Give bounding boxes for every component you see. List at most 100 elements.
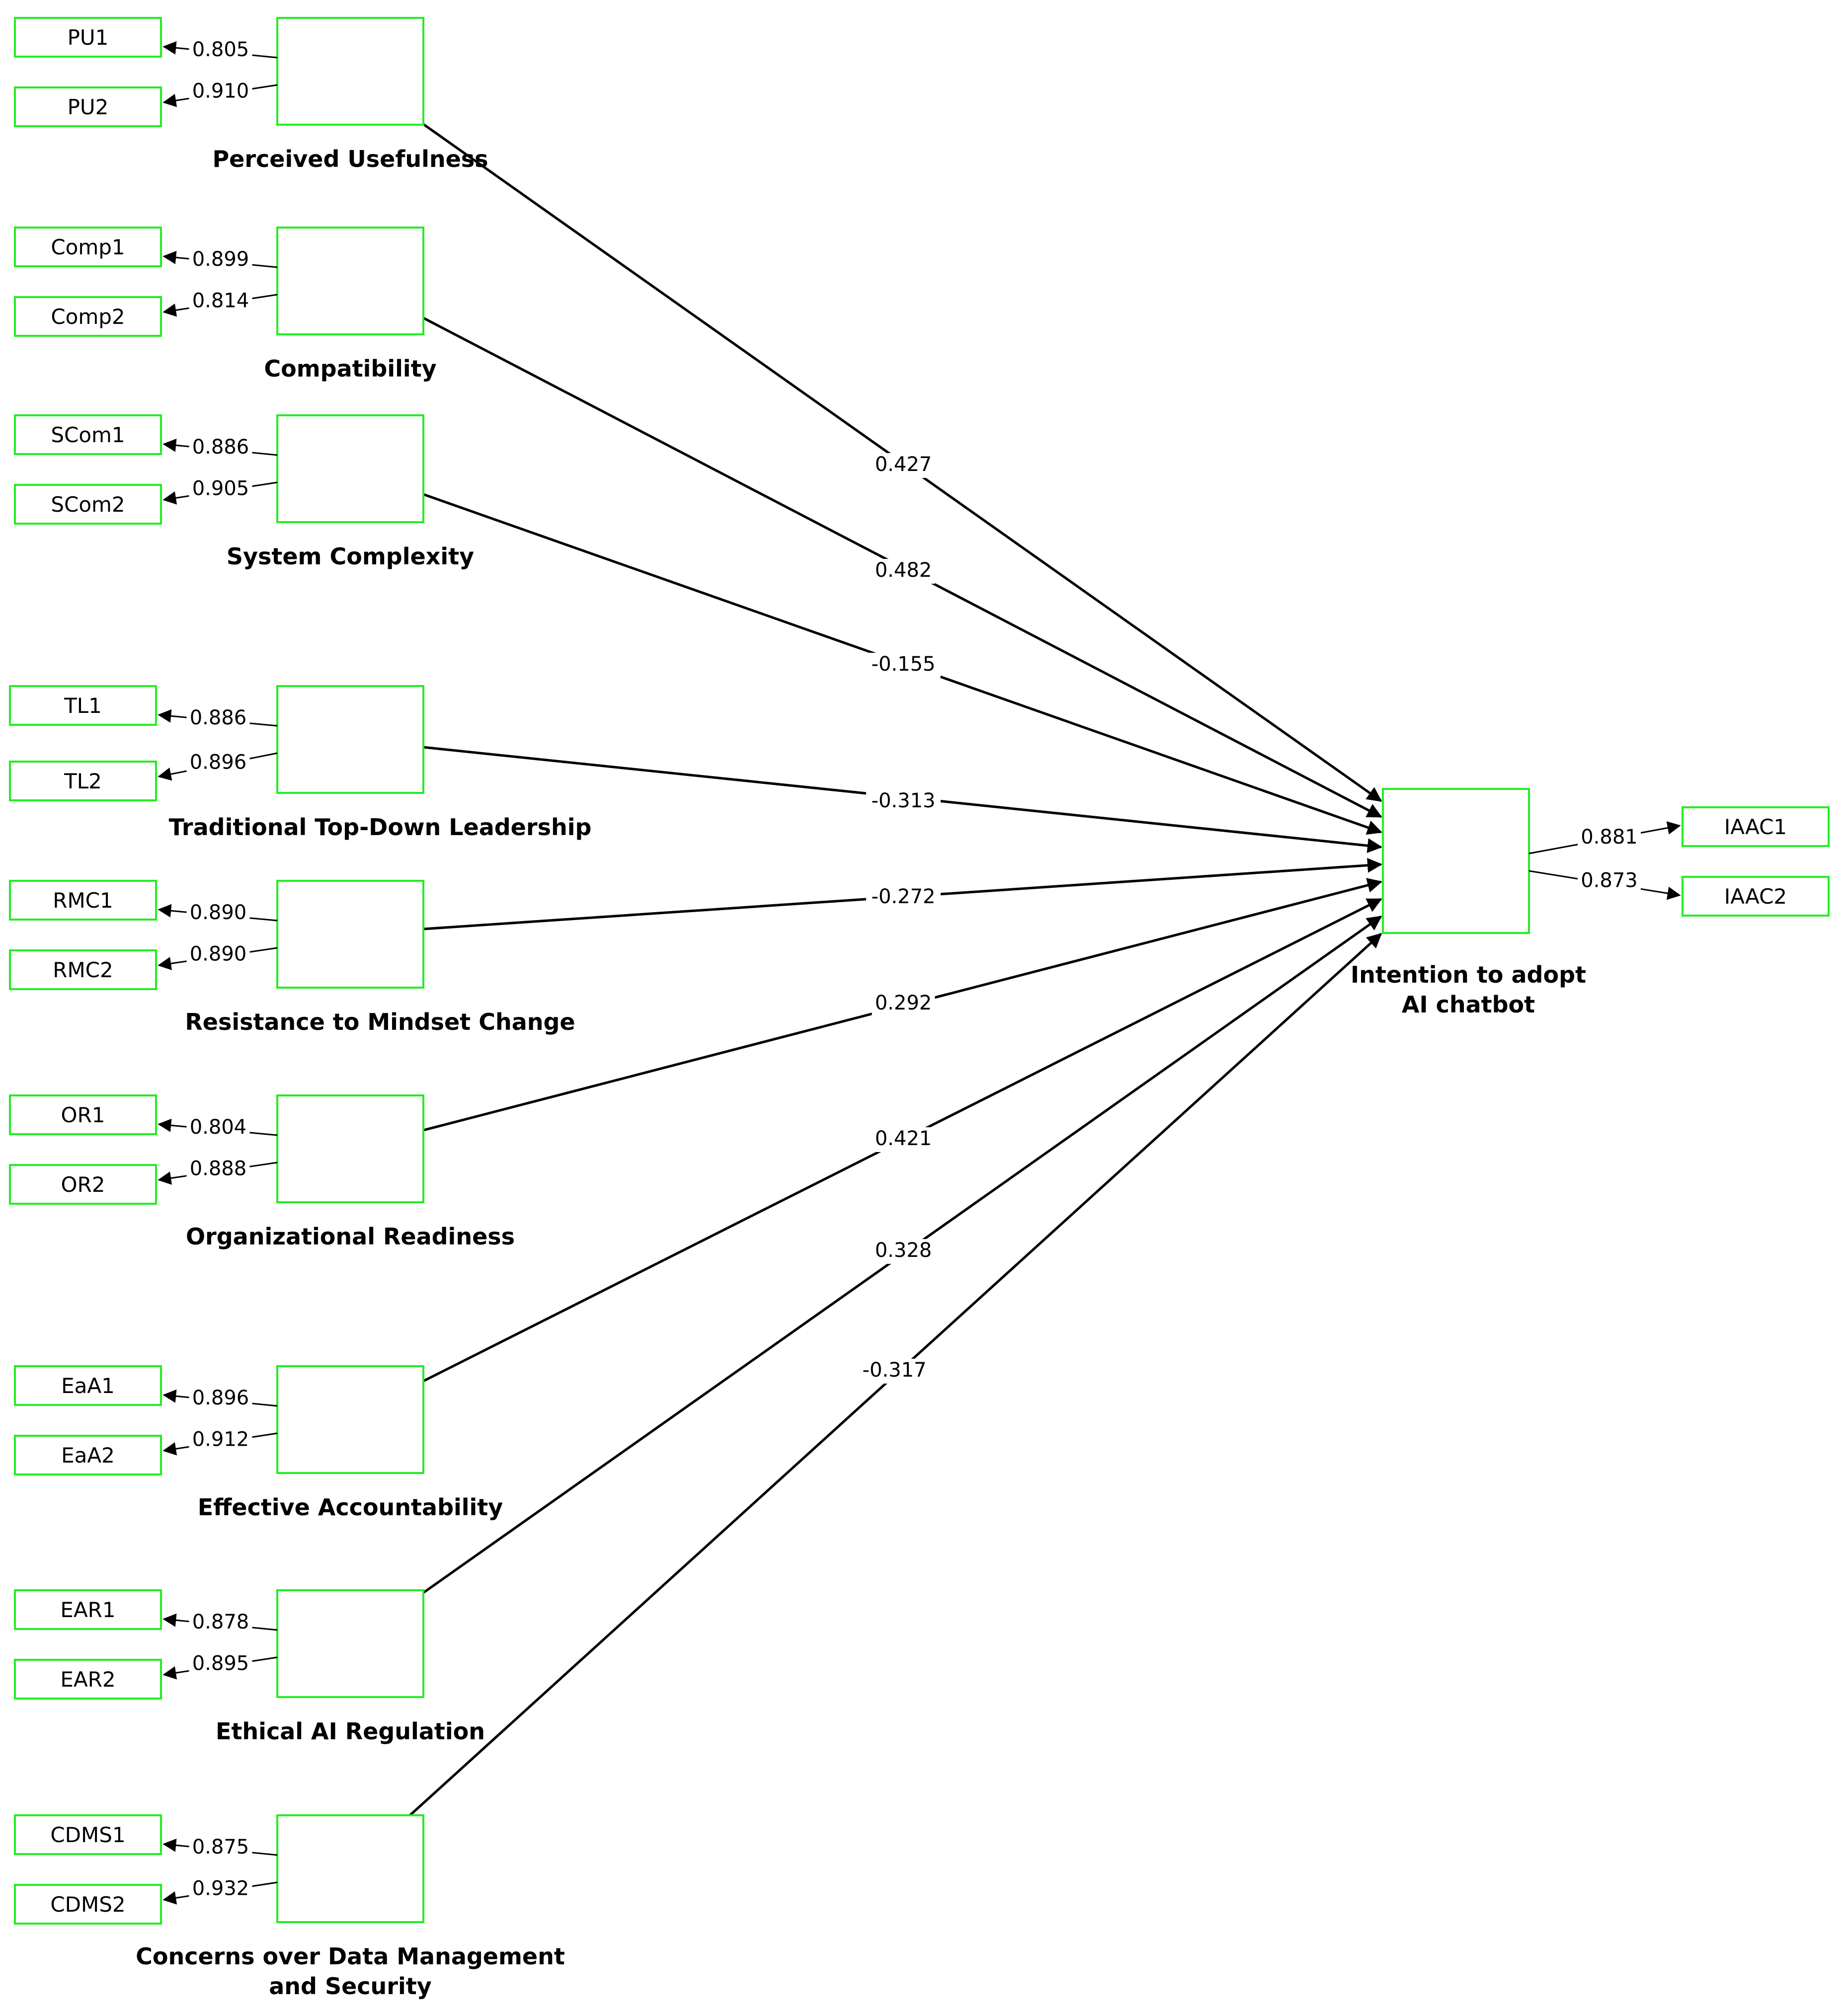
path-coefficient-ear: 0.328: [872, 1239, 935, 1264]
loading-value-pu1-bg: [189, 38, 252, 63]
indicator-name: IAAC2: [1724, 884, 1787, 909]
construct-box-iaac[interactable]: [1382, 788, 1530, 934]
construct-label-iaac: AI chatbot: [1402, 991, 1535, 1018]
loading-value-eaa1-text: 0.896: [192, 1387, 249, 1409]
loading-value-or2: 0.888: [186, 1157, 250, 1182]
construct-label-cdms: and Security: [269, 1973, 432, 2000]
indicator-name: RMC1: [53, 888, 113, 913]
construct-box-cdms[interactable]: [276, 1814, 424, 1923]
indicator-box[interactable]: [14, 1884, 162, 1925]
path-coefficient-rmc-bg: [866, 885, 941, 910]
loading-value-rmc2-bg: [186, 942, 250, 968]
indicator-box[interactable]: [9, 1094, 157, 1135]
indicator-name: SCom1: [51, 423, 125, 447]
indicator-box[interactable]: [14, 17, 162, 58]
loading-value-scom1: 0.886: [189, 436, 252, 461]
indicator-box[interactable]: [14, 1365, 162, 1406]
loading-value-tl1-bg: [186, 706, 250, 731]
indicator-box[interactable]: [9, 949, 157, 990]
construct-box-eaa[interactable]: [276, 1365, 424, 1474]
indicator-name: PU2: [68, 95, 109, 119]
loading-value-scom1-text: 0.886: [192, 436, 249, 459]
indicator-box[interactable]: [14, 227, 162, 267]
construct-label-or: Organizational Readiness: [186, 1223, 515, 1250]
indicator-name: PU1: [68, 25, 109, 50]
loading-value-iaac1: 0.881: [1578, 826, 1641, 851]
indicator-box[interactable]: [14, 1814, 162, 1855]
loading-value-iaac2-text: 0.873: [1581, 869, 1638, 892]
indicator-iaac2[interactable]: IAAC2 0.873: [1528, 869, 1830, 917]
loading-value-rmc1-bg: [186, 901, 250, 926]
path-coefficient-or: 0.292: [872, 992, 935, 1016]
indicator-box[interactable]: [14, 1659, 162, 1700]
loading-value-or2-bg: [186, 1157, 250, 1182]
indicator-box[interactable]: [9, 685, 157, 726]
loading-value-pu1: 0.805: [189, 38, 252, 63]
path-coefficient-or-bg: [872, 992, 935, 1016]
indicator-scom1[interactable]: SCom1 0.886: [14, 414, 278, 461]
loading-value-iaac2-bg: [1578, 869, 1641, 894]
path-coefficient-scom: -0.155: [866, 653, 941, 678]
construct-box-comp[interactable]: [276, 227, 424, 335]
loading-value-comp2: 0.814: [189, 289, 252, 314]
indicator-box[interactable]: [9, 880, 157, 921]
indicator-box[interactable]: [14, 484, 162, 525]
indicator-name: CDMS1: [50, 1823, 125, 1847]
indicator-box[interactable]: [9, 1164, 157, 1205]
indicator-pu1[interactable]: PU1 0.805: [14, 17, 278, 63]
indicator-box[interactable]: [9, 761, 157, 801]
construct-box-pu[interactable]: [276, 17, 424, 126]
construct-box-scom[interactable]: [276, 414, 424, 523]
indicator-box[interactable]: [14, 296, 162, 337]
path-coefficient-cdms-bg: [857, 1359, 932, 1384]
indicator-box[interactable]: [14, 86, 162, 127]
indicator-box[interactable]: [14, 414, 162, 455]
path-coefficient-eaa-text: 0.421: [875, 1127, 932, 1150]
indicator-name: EAR2: [60, 1667, 115, 1692]
path-coefficient-scom-bg: [866, 653, 941, 678]
loading-value-or1-text: 0.804: [190, 1116, 247, 1139]
loading-value-eaa1: 0.896: [189, 1387, 252, 1411]
indicator-box[interactable]: [1682, 876, 1830, 917]
construct-box-rmc[interactable]: [276, 880, 424, 989]
indicator-box[interactable]: [1682, 806, 1830, 847]
indicator-box[interactable]: [14, 1589, 162, 1630]
indicator-name: EAR1: [60, 1598, 115, 1622]
indicator-name: EaA2: [61, 1443, 115, 1468]
construct-box-tl[interactable]: [276, 685, 424, 794]
indicator-box[interactable]: [14, 1435, 162, 1475]
construct-box-or[interactable]: [276, 1094, 424, 1203]
construct-label-ear: Ethical AI Regulation: [216, 1718, 485, 1745]
loading-value-or1-bg: [186, 1116, 250, 1141]
path-coefficient-rmc-text: -0.272: [872, 885, 936, 908]
structural-paths-layer: 0.4270.482-0.155-0.313-0.2720.2920.4210.…: [409, 123, 1382, 1816]
construct-box-ear[interactable]: [276, 1589, 424, 1698]
